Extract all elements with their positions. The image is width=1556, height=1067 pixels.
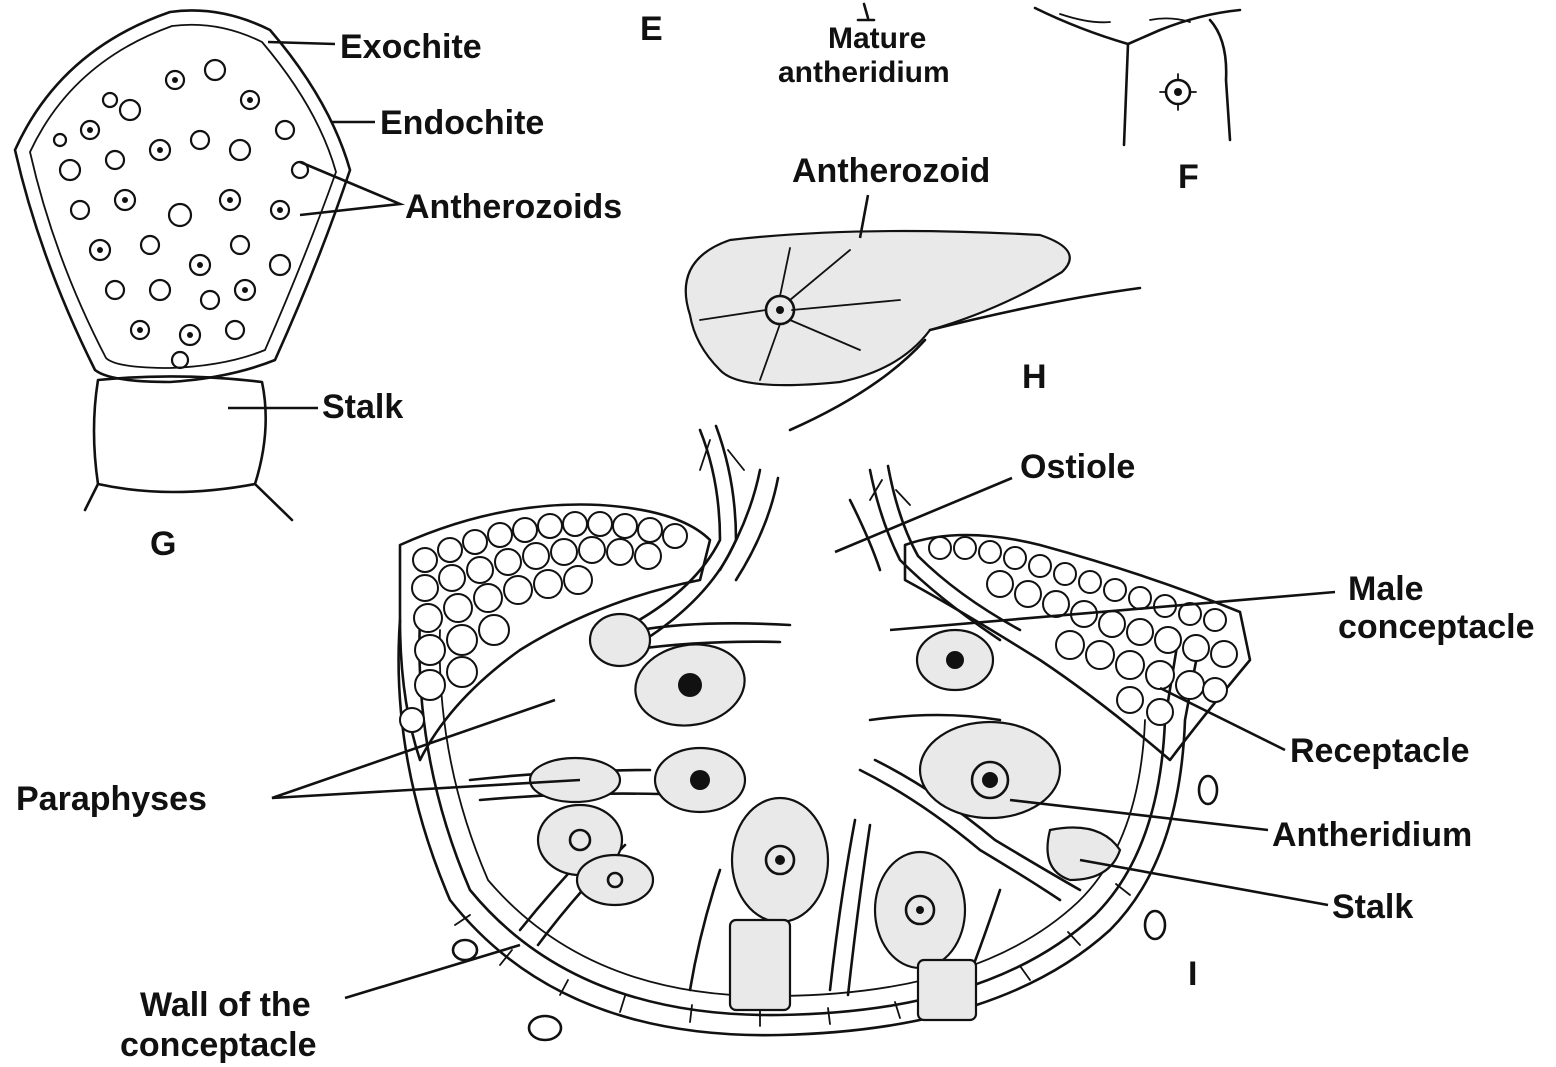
label-antherozoid: Antherozoid <box>792 152 990 190</box>
label-male-conceptacle-line1: Male <box>1348 570 1424 608</box>
panel-e-caption-line2: antheridium <box>778 56 950 89</box>
panel-e-caption-line1: Mature <box>828 22 926 55</box>
leader-exochite <box>268 42 335 44</box>
label-wall-line2: conceptacle <box>120 1026 317 1064</box>
label-endochite: Endochite <box>380 104 544 142</box>
panel-e-letter: E <box>640 10 663 48</box>
panel-h-letter: H <box>1022 358 1047 396</box>
label-exochite: Exochite <box>340 28 482 66</box>
panel-g: Exochite Endochite Antherozoids Stalk G <box>15 10 622 563</box>
label-receptacle: Receptacle <box>1290 732 1470 770</box>
label-stalk-i: Stalk <box>1332 888 1413 926</box>
label-antheridium: Antheridium <box>1272 816 1472 854</box>
panel-g-antheridium-drawing <box>15 10 350 520</box>
panel-i-conceptacle-drawing <box>399 426 1250 1040</box>
panel-i: Ostiole Male conceptacle Receptacle Anth… <box>16 426 1535 1064</box>
label-wall-line1: Wall of the <box>140 986 311 1024</box>
panel-i-letter: I <box>1188 955 1197 993</box>
panel-f-filament-drawing <box>1035 8 1240 145</box>
panel-e: E Mature antheridium <box>640 4 950 89</box>
panel-h-antherozoid-drawing <box>686 231 1140 430</box>
label-antherozoids: Antherozoids <box>405 188 622 226</box>
antherozoid-dots <box>54 60 308 368</box>
panel-f-letter: F <box>1178 158 1199 196</box>
leader-antheridium <box>1010 800 1268 830</box>
panel-g-letter: G <box>150 525 176 563</box>
label-ostiole: Ostiole <box>1020 448 1135 486</box>
label-male-conceptacle-line2: conceptacle <box>1338 608 1535 646</box>
label-paraphyses: Paraphyses <box>16 780 207 818</box>
leader-wall <box>345 945 520 998</box>
panel-h: Antherozoid H <box>686 152 1140 430</box>
label-stalk-g: Stalk <box>322 388 403 426</box>
leader-stalk-i <box>1080 860 1328 905</box>
panel-e-fragment <box>858 4 874 20</box>
antheridia <box>453 614 1217 1040</box>
panel-f: F <box>1035 8 1240 196</box>
